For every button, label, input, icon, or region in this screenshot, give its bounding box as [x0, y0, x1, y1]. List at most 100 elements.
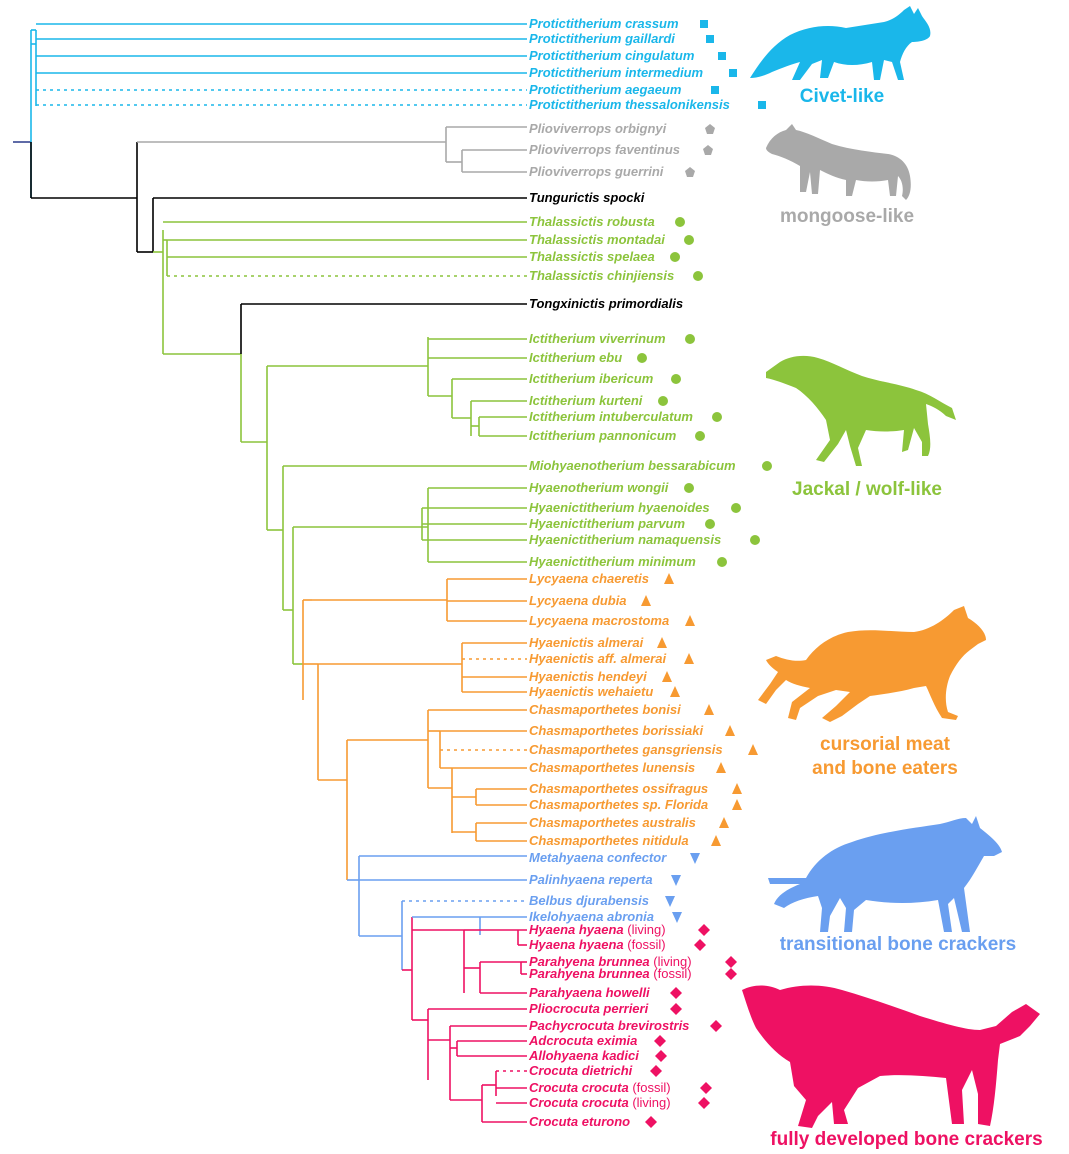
taxon-label: Lycyaena chaeretis	[529, 571, 649, 586]
taxon-label: Hyaenictis aff. almerai	[529, 651, 666, 666]
taxon-label: Plioviverrops orbignyi	[529, 121, 667, 136]
inverted-triangle-marker-icon	[665, 896, 675, 907]
pentagon-marker-icon	[705, 124, 715, 134]
striped-hyena-silhouette-icon	[768, 816, 1002, 932]
taxon-label: Chasmaporthetes gansgriensis	[529, 742, 723, 757]
taxon-label: Thalassictis chinjiensis	[529, 268, 674, 283]
triangle-marker-icon	[641, 595, 651, 606]
inverted-triangle-marker-icon	[671, 875, 681, 886]
taxon-label: Hyaenictis wehaietu	[529, 684, 653, 699]
taxon-label: Hyaenictitherium parvum	[529, 516, 685, 531]
group-label-transitional-text: transitional bone crackers	[780, 934, 1017, 955]
circle-marker-icon	[671, 374, 681, 384]
taxon-label: Chasmaporthetes bonisi	[529, 702, 681, 717]
taxon-label: Chasmaporthetes australis	[529, 815, 696, 830]
silhouettes	[742, 6, 1040, 1128]
group-label-civet-like: Civet-like	[782, 85, 902, 109]
taxon-label: Tongxinictis primordialis	[529, 296, 683, 311]
taxon-label: Plioviverrops guerrini	[529, 164, 664, 179]
triangle-marker-icon	[716, 762, 726, 773]
circle-marker-icon	[705, 519, 715, 529]
diamond-marker-icon	[655, 1050, 667, 1062]
inverted-triangle-marker-icon	[672, 912, 682, 923]
circle-marker-icon	[731, 503, 741, 513]
taxon-label: Crocuta crocuta (fossil)	[529, 1080, 671, 1095]
taxon-label: Hyaenictis almerai	[529, 635, 644, 650]
diamond-marker-icon	[645, 1116, 657, 1128]
taxon-label: Pliocrocuta perrieri	[529, 1001, 649, 1016]
taxon-label: Ictitherium ibericum	[529, 371, 654, 386]
triangle-marker-icon	[719, 817, 729, 828]
taxon-label: Ictitherium ebu	[529, 350, 622, 365]
taxon-label: Miohyaenotherium bessarabicum	[529, 458, 736, 473]
triangle-marker-icon	[685, 615, 695, 626]
taxon-label: Parahyaena howelli	[529, 985, 650, 1000]
circle-marker-icon	[685, 334, 695, 344]
circle-marker-icon	[684, 483, 694, 493]
inverted-triangle-marker-icon	[690, 853, 700, 864]
triangle-marker-icon	[725, 725, 735, 736]
taxon-label: Hyaenictitherium namaquensis	[529, 532, 721, 547]
taxon-label: Chasmaporthetes lunensis	[529, 760, 695, 775]
circle-marker-icon	[693, 271, 703, 281]
triangle-marker-icon	[704, 704, 714, 715]
taxon-label: Protictitherium thessalonikensis	[529, 97, 730, 112]
circle-marker-icon	[712, 412, 722, 422]
circle-marker-icon	[675, 217, 685, 227]
diamond-marker-icon	[698, 1097, 710, 1109]
taxon-label: Hyaenictitherium hyaenoides	[529, 500, 710, 515]
jackal-silhouette-icon	[766, 356, 956, 466]
circle-marker-icon	[684, 235, 694, 245]
diamond-marker-icon	[700, 1082, 712, 1094]
triangle-marker-icon	[732, 799, 742, 810]
tree-branches	[13, 24, 527, 1122]
taxon-label: Hyaenictitherium minimum	[529, 554, 696, 569]
taxon-label: Palinhyaena reperta	[529, 872, 653, 887]
group-label-cursorial-line1: cursorial meat	[795, 733, 975, 757]
triangle-marker-icon	[662, 671, 672, 682]
triangle-marker-icon	[670, 686, 680, 697]
taxon-label: Protictitherium cingulatum	[529, 48, 695, 63]
taxon-label: Chasmaporthetes ossifragus	[529, 781, 708, 796]
group-label-jackal-text: Jackal / wolf-like	[792, 479, 942, 500]
taxon-label: Chasmaporthetes borissiaki	[529, 723, 704, 738]
triangle-marker-icon	[657, 637, 667, 648]
circle-marker-icon	[717, 557, 727, 567]
taxon-label: Plioviverrops faventinus	[529, 142, 680, 157]
square-marker-icon	[706, 35, 714, 43]
triangle-marker-icon	[711, 835, 721, 846]
circle-marker-icon	[658, 396, 668, 406]
square-marker-icon	[718, 52, 726, 60]
taxon-label: Ictitherium intuberculatum	[529, 409, 693, 424]
diamond-marker-icon	[650, 1065, 662, 1077]
group-label-bone-crackers: fully developed bone crackers	[754, 1128, 1059, 1152]
taxon-label: Crocuta eturono	[529, 1114, 630, 1129]
taxon-label: Protictitherium crassum	[529, 16, 679, 31]
diamond-marker-icon	[670, 987, 682, 999]
mongoose-silhouette-icon	[766, 124, 911, 200]
taxon-label: Allohyaena kadici	[528, 1048, 639, 1063]
taxon-label: Hyaenotherium wongii	[529, 480, 669, 495]
diamond-marker-icon	[654, 1035, 666, 1047]
taxon-label: Lycyaena macrostoma	[529, 613, 669, 628]
diamond-marker-icon	[725, 956, 737, 968]
taxon-label: Thalassictis spelaea	[529, 249, 655, 264]
diamond-marker-icon	[710, 1020, 722, 1032]
triangle-marker-icon	[748, 744, 758, 755]
taxon-label: Chasmaporthetes sp. Florida	[529, 797, 708, 812]
taxon-label: Adcrocuta eximia	[528, 1033, 637, 1048]
taxon-label: Parahyena brunnea (fossil)	[529, 966, 692, 981]
square-marker-icon	[700, 20, 708, 28]
taxon-label: Tungurictis spocki	[529, 190, 645, 205]
circle-marker-icon	[762, 461, 772, 471]
circle-marker-icon	[750, 535, 760, 545]
taxon-label: Pachycrocuta brevirostris	[529, 1018, 689, 1033]
spotted-hyena-silhouette-icon	[742, 986, 1040, 1129]
group-label-cursorial-line2: and bone eaters	[795, 757, 975, 781]
group-label-bonecrackers-text: fully developed bone crackers	[770, 1129, 1042, 1150]
circle-marker-icon	[695, 431, 705, 441]
pentagon-marker-icon	[703, 145, 713, 155]
group-label-mongoose-text: mongoose-like	[780, 206, 914, 227]
group-label-mongoose-like: mongoose-like	[767, 205, 927, 229]
